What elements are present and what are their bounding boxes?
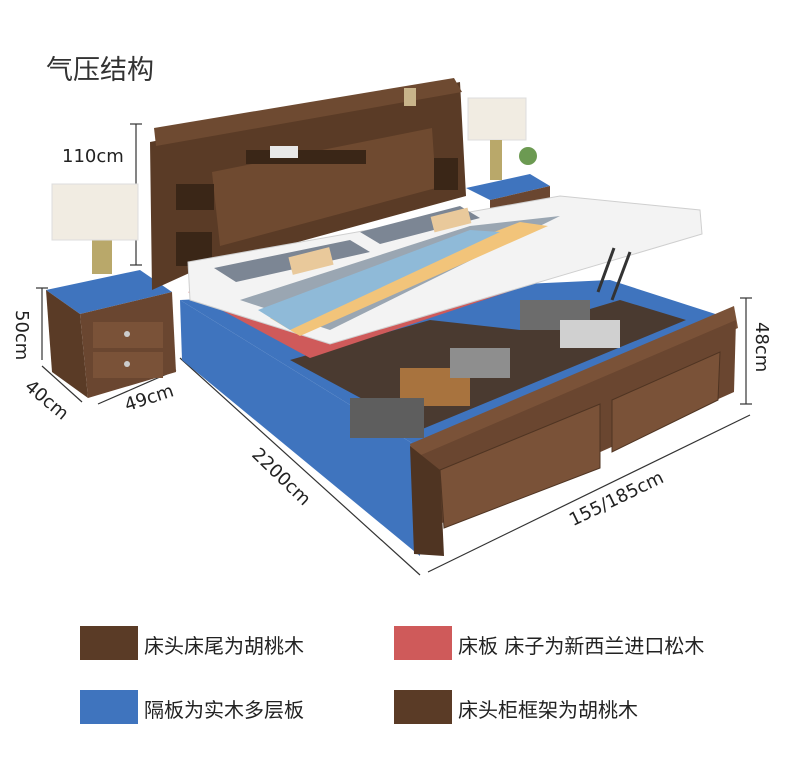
frame-height-label: 48cm <box>751 322 772 373</box>
mattress-board <box>187 195 703 358</box>
footboard <box>410 306 738 556</box>
page-title: 气压结构 <box>46 55 154 86</box>
legend-label-walnut-head-foot: 床头床尾为胡桃木 <box>144 634 304 658</box>
legend-swatch-walnut-nightstand <box>394 690 452 724</box>
left-nightstand <box>46 183 176 398</box>
nightstand-height-label: 50cm <box>11 310 32 361</box>
legend-label-plywood-partition: 隔板为实木多层板 <box>144 698 304 722</box>
dimension-lines <box>36 123 752 576</box>
legend-swatch-plywood-partition <box>80 690 138 724</box>
legend-label-walnut-nightstand: 床头柜框架为胡桃木 <box>458 698 638 722</box>
legend-swatch-walnut-head-foot <box>80 626 138 660</box>
bed-illustration <box>36 78 752 576</box>
material-legend: 床头床尾为胡桃木 床板 床子为新西兰进口松木 隔板为实木多层板 床头柜框架为胡桃… <box>0 610 790 784</box>
headboard <box>150 78 466 290</box>
headboard-height-label: 110cm <box>62 146 124 167</box>
legend-swatch-pine-board <box>394 626 452 660</box>
legend-label-pine-board: 床板 床子为新西兰进口松木 <box>458 634 705 658</box>
